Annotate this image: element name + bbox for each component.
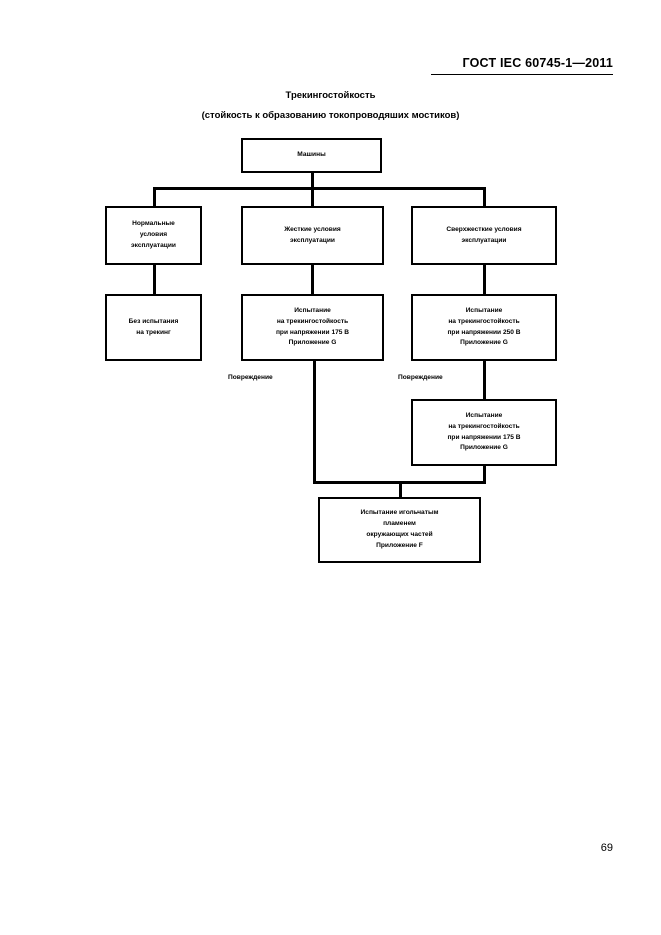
edge-label-damage-right: Повреждение [398, 374, 443, 381]
node-needle-flame-test-line-1: Испытание игольчатым [360, 509, 439, 517]
connector-very-severe-to-test-250 [483, 264, 486, 294]
node-root-line-1: Машины [297, 151, 326, 159]
connector-bus-to-severe [311, 187, 314, 206]
node-tracking-test-175-retest-line-1: Испытание [465, 411, 503, 419]
connector-bus-to-very-severe [483, 187, 486, 206]
connector-retest-to-bottom-bus [483, 465, 486, 483]
connector-test-250-damage [483, 360, 486, 401]
diagram-title-line-2: (стойкость к образованию токопроводяших … [201, 110, 460, 121]
connector-bus-to-normal [153, 187, 156, 206]
node-tracking-test-175-retest: Испытание на трекингостойкость при напря… [411, 399, 557, 466]
node-no-tracking-test: Без испытания на трекинг [105, 294, 202, 361]
standard-header: ГОСТ IEC 60745-1—2011 [462, 56, 613, 70]
connector-main-bus [153, 187, 486, 190]
node-no-tracking-test-line-1: Без испытания [128, 317, 179, 325]
node-tracking-test-175-line-2: на трекингостойкость [276, 317, 349, 325]
connector-root-to-bus [311, 172, 314, 189]
node-very-severe-conditions-line-2: эксплуатации [461, 236, 507, 244]
node-normal-conditions-line-1: Нормальные [132, 220, 175, 228]
node-tracking-test-175-line-3: при напряжении 175 В [275, 328, 350, 336]
connector-normal-to-no-test [153, 264, 156, 294]
node-severe-conditions-line-1: Жесткие условия [284, 225, 341, 233]
node-needle-flame-test-line-4: Приложение F [376, 541, 423, 549]
node-tracking-test-175-retest-line-3: при напряжении 175 В [447, 433, 521, 441]
connector-test-175-damage [313, 360, 316, 483]
node-no-tracking-test-line-2: на трекинг [136, 328, 171, 336]
node-tracking-test-250: Испытание на трекингостойкость при напря… [411, 294, 557, 361]
node-tracking-test-250-line-4: Приложение G [460, 339, 508, 347]
node-tracking-test-175-line-4: Приложение G [288, 339, 337, 347]
node-root: Машины [241, 138, 382, 173]
connector-severe-to-test-175 [311, 264, 314, 294]
diagram-title-line-1: Трекингостойкость [285, 90, 376, 101]
node-tracking-test-175-retest-line-2: на трекингостойкость [448, 422, 520, 430]
node-severe-conditions-line-2: эксплуатации [290, 236, 335, 244]
node-needle-flame-test: Испытание игольчатым пламенем окружающих… [318, 497, 481, 563]
node-normal-conditions-line-3: эксплуатации [131, 241, 176, 249]
node-tracking-test-250-line-2: на трекингостойкость [448, 317, 520, 325]
node-tracking-test-175: Испытание на трекингостойкость при напря… [241, 294, 384, 361]
connector-bottom-bus-to-needle-flame [399, 481, 402, 499]
node-tracking-test-175-retest-line-4: Приложение G [460, 444, 508, 452]
node-tracking-test-250-line-1: Испытание [465, 306, 503, 314]
node-tracking-test-175-line-1: Испытание [294, 306, 331, 314]
node-needle-flame-test-line-2: пламенем [383, 520, 416, 528]
header-rule [431, 74, 613, 75]
node-very-severe-conditions: Сверхжесткие условия эксплуатации [411, 206, 557, 265]
node-normal-conditions: Нормальные условия эксплуатации [105, 206, 202, 265]
node-severe-conditions: Жесткие условия эксплуатации [241, 206, 384, 265]
node-very-severe-conditions-line-1: Сверхжесткие условия [446, 225, 522, 233]
edge-label-damage-left: Повреждение [228, 374, 273, 381]
page-number: 69 [600, 842, 613, 854]
node-needle-flame-test-line-3: окружающих частей [366, 531, 433, 538]
node-tracking-test-250-line-3: при напряжении 250 В [447, 328, 521, 336]
node-normal-conditions-line-2: условия [139, 231, 168, 239]
